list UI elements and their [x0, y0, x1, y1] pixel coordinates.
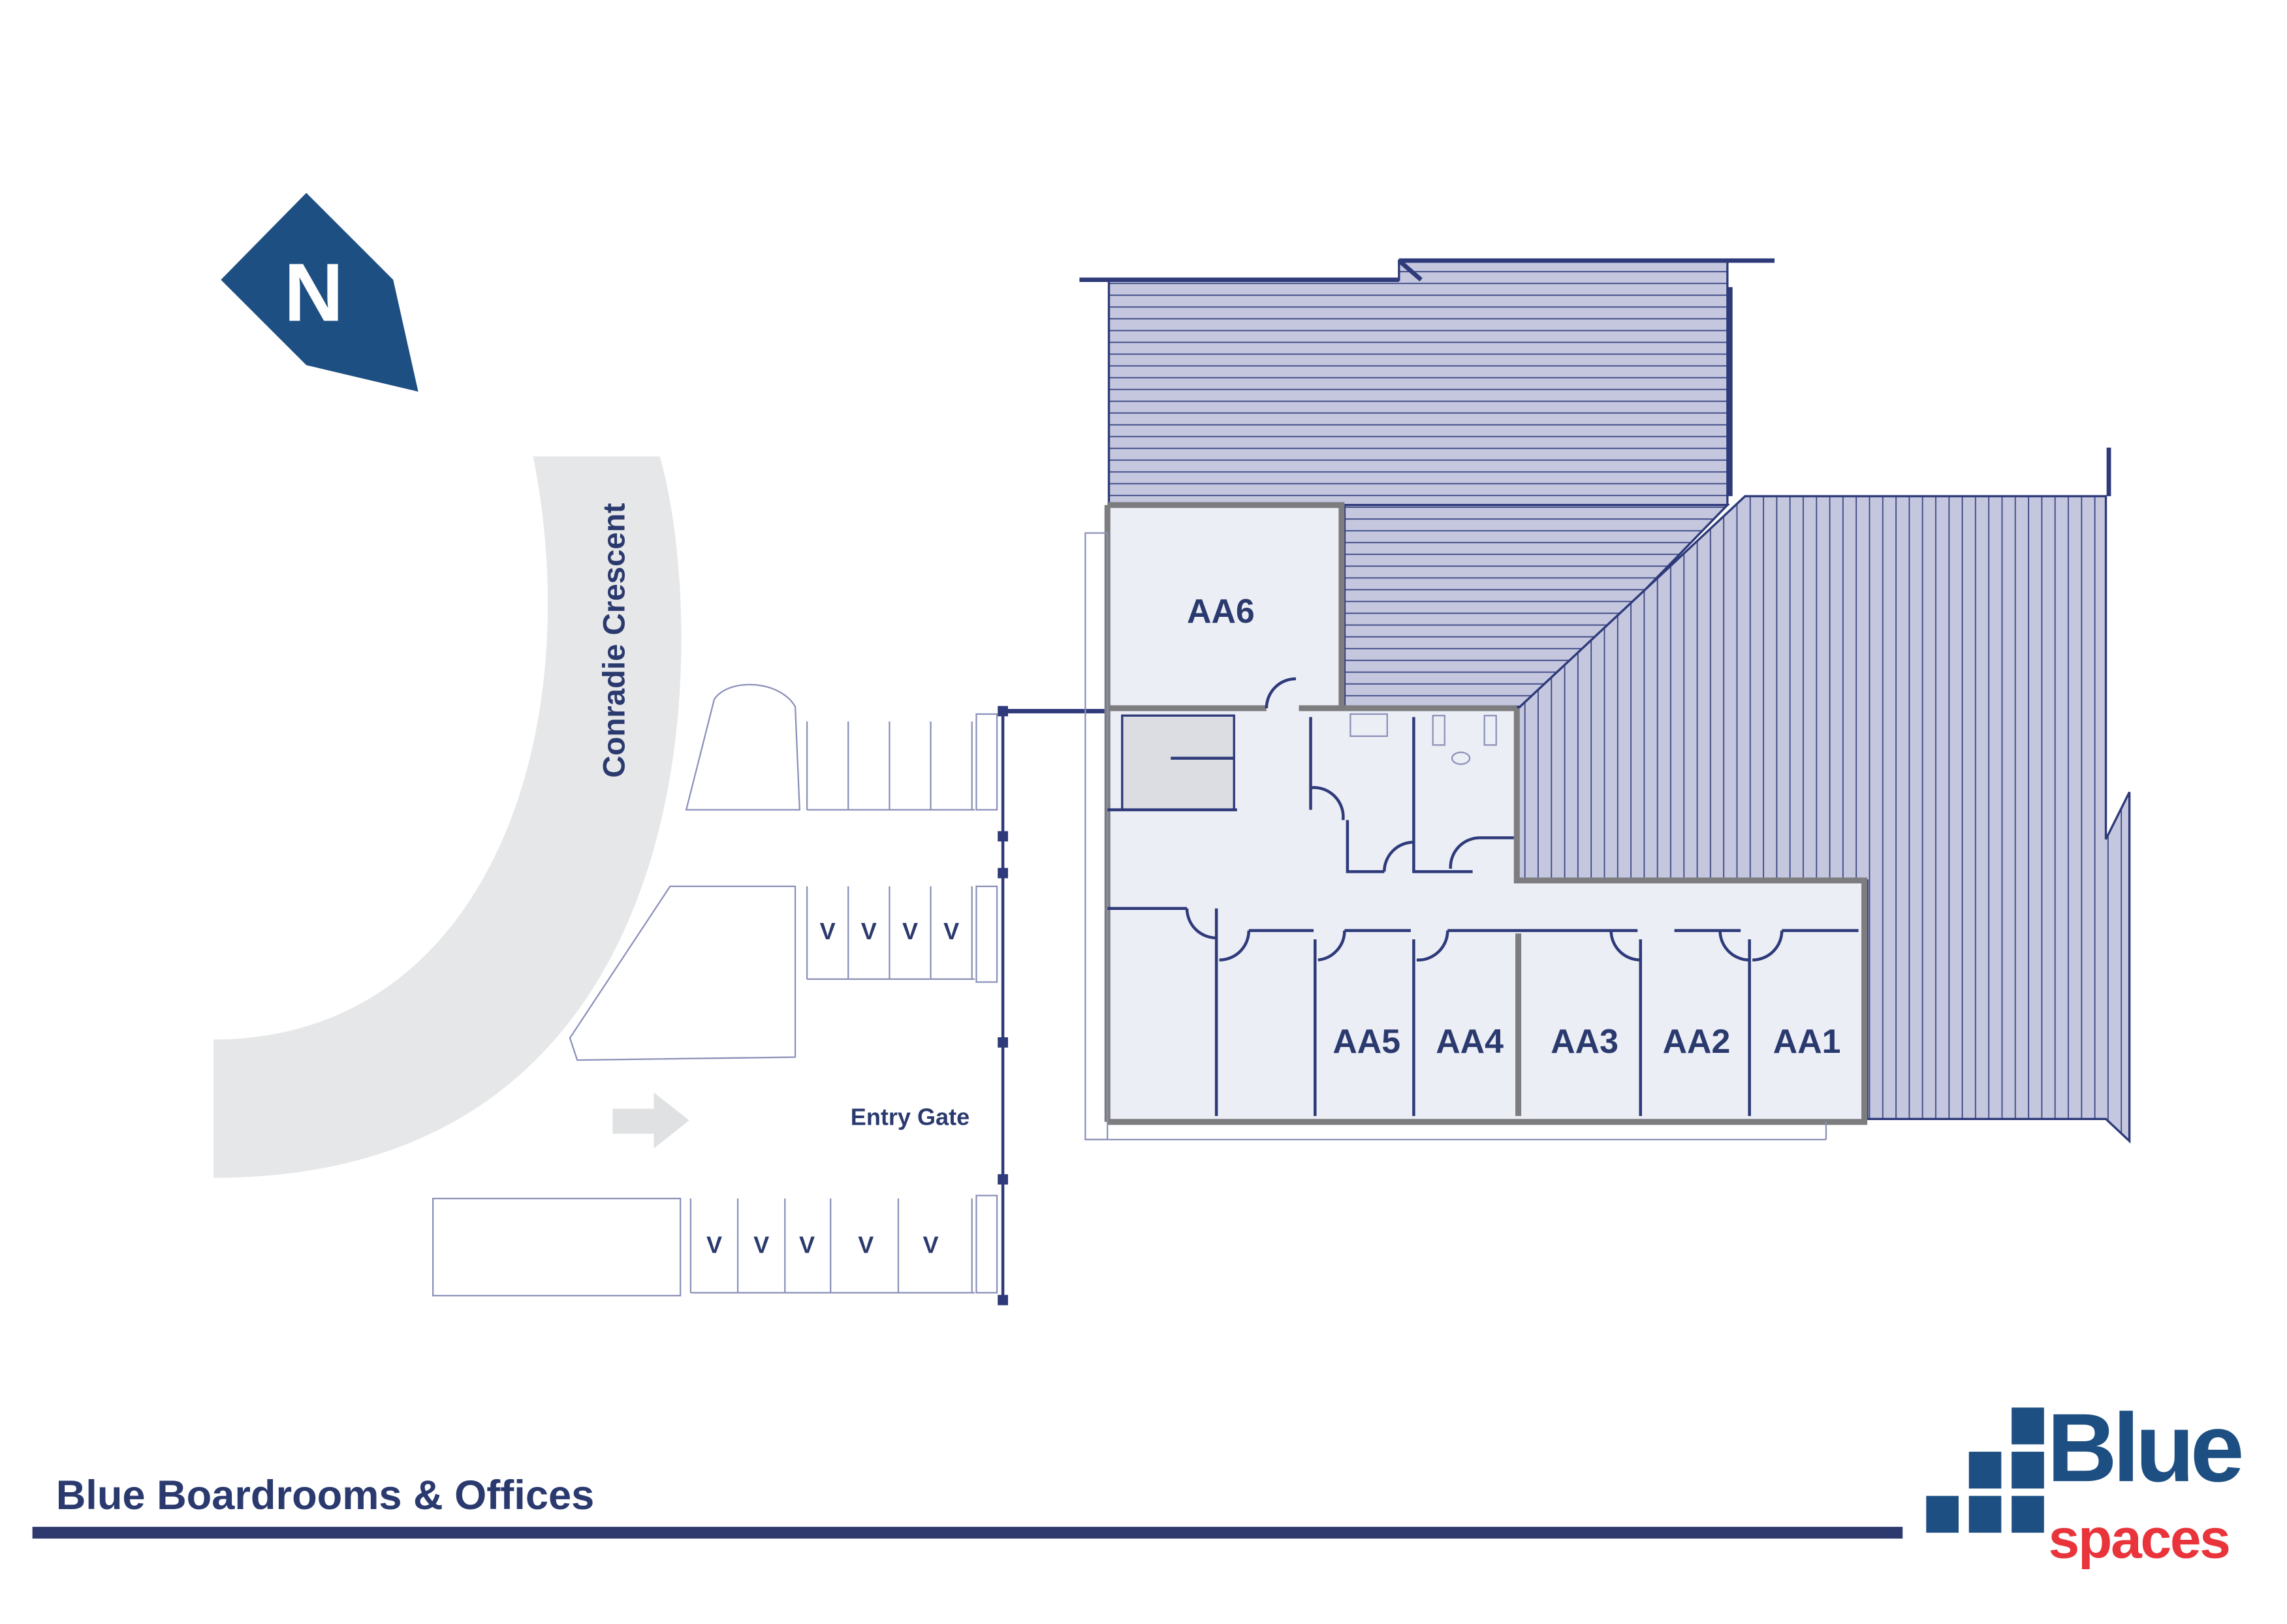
- building-floor: [1084, 502, 1868, 1141]
- parking-bays-bottom: [689, 1195, 998, 1294]
- room-label-aa2: AA2: [1663, 1022, 1731, 1060]
- footer-bar: [32, 1527, 1903, 1539]
- visitor-bay: V: [820, 918, 836, 945]
- road-label: Conradie Crescent: [597, 503, 631, 777]
- room-label-aa1: AA1: [1773, 1022, 1841, 1060]
- basin-icon: [1451, 751, 1471, 765]
- planter-island: [685, 683, 800, 811]
- visitor-bay: V: [902, 918, 918, 945]
- toilet-icon: [1483, 715, 1497, 746]
- planter-island: [432, 1197, 682, 1297]
- planter-island: [569, 885, 797, 1061]
- parking-bays-middle: [806, 885, 998, 983]
- entry-arrow-icon: [612, 1092, 689, 1149]
- footer-title: Blue Boardrooms & Offices: [56, 1473, 595, 1518]
- visitor-bay: V: [799, 1232, 815, 1258]
- visitor-bay: V: [706, 1232, 722, 1258]
- visitor-bay: V: [858, 1232, 874, 1258]
- room-label-aa3: AA3: [1551, 1022, 1618, 1060]
- room-label-aa5: AA5: [1333, 1022, 1400, 1060]
- visitor-bay: V: [943, 918, 959, 945]
- room-label-aa6: AA6: [1187, 592, 1255, 630]
- north-label: N: [284, 247, 343, 339]
- boundary-fence: [998, 706, 1105, 1305]
- visitor-bay: V: [923, 1232, 939, 1258]
- roof-area-north: [1107, 259, 1729, 507]
- visitor-bay: V: [861, 918, 877, 945]
- bluespaces-logo: Blue spaces: [1926, 1393, 2246, 1570]
- visitor-bay: V: [753, 1232, 769, 1258]
- parking-bays-top: [806, 713, 998, 811]
- north-arrow-icon: N: [221, 193, 418, 392]
- logo-word-blue: Blue: [2047, 1393, 2241, 1502]
- sink-icon: [1349, 713, 1388, 737]
- logo-word-spaces: spaces: [2049, 1507, 2230, 1570]
- toilet-icon: [1432, 715, 1445, 746]
- road: [213, 456, 682, 1178]
- room-label-aa4: AA4: [1436, 1022, 1504, 1060]
- entry-gate-label: Entry Gate: [851, 1103, 970, 1130]
